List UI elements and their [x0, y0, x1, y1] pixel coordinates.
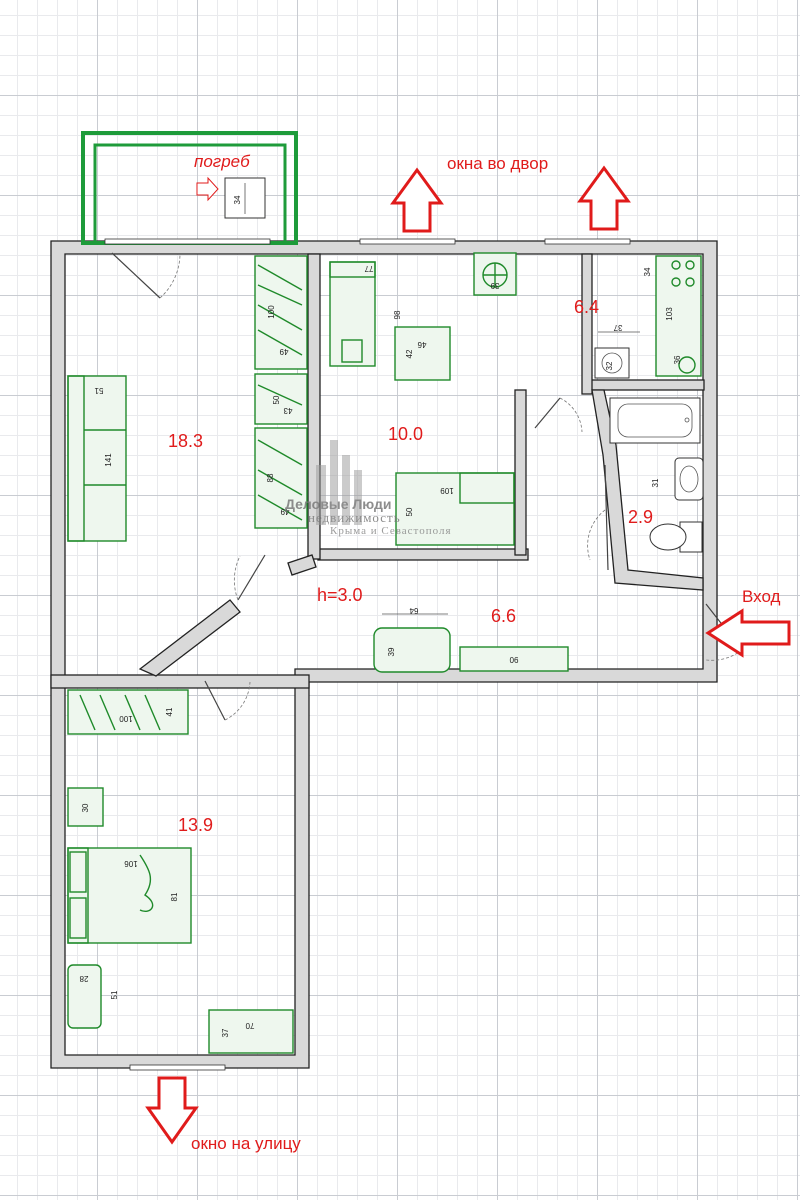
area-bathroom: 2.9 — [628, 507, 653, 527]
dim-bed-len: 81 — [170, 892, 179, 901]
ceiling-height: h=3.0 — [317, 585, 363, 605]
toilet-bowl — [649, 523, 687, 551]
hall-bench — [459, 646, 569, 672]
dim-bed-width: 106 — [124, 859, 138, 868]
middle-room-right-wall — [514, 389, 527, 556]
dim-kitchen-stove: 34 — [643, 267, 652, 276]
living-diagonal-wall-2 — [287, 554, 317, 576]
middle-room-furniture: 77 98 42 46 39 109 50 — [329, 252, 517, 546]
kitchen-counter — [655, 255, 702, 377]
dim-bed-chair-depth: 51 — [110, 990, 119, 999]
dim-sofa-living-len: 141 — [104, 453, 113, 467]
watermark: Деловые Люди недвижимость Крыма и Севаст… — [285, 440, 452, 537]
kitchen-left-wall — [581, 253, 593, 395]
arrow-down-icon — [145, 1076, 199, 1145]
dim-kitchen-counter: 103 — [665, 307, 674, 321]
street-window-label: окно на улицу — [191, 1134, 301, 1153]
bedroom-desk — [208, 1009, 294, 1054]
window-cellar — [104, 238, 271, 245]
watermark-line3: Крыма и Севастополя — [330, 525, 452, 537]
dim-hall-seat-width: 64 — [409, 606, 418, 615]
bedroom-chair — [67, 964, 102, 1029]
cellar-arrow-icon — [196, 176, 219, 202]
hall-seat — [373, 627, 451, 673]
area-kitchen: 6.4 — [574, 297, 599, 317]
dim-desk-middle: 109 — [440, 486, 454, 495]
dim-sofa-living-depth: 51 — [94, 386, 103, 395]
wardrobe-top — [254, 255, 308, 370]
dim-wardrobe-low: 88 — [266, 473, 275, 482]
dim-desk-middle-depth: 50 — [405, 507, 414, 516]
dim-bed-chair: 28 — [79, 974, 88, 983]
dim-sofa-middle-width: 77 — [364, 264, 373, 273]
cellar: 34 погреб — [81, 131, 298, 245]
cellar-label: погреб — [194, 152, 251, 171]
dim-bed-wardrobe-depth: 41 — [165, 707, 174, 716]
kitchen-bottom-wall — [585, 379, 705, 391]
window-bedroom — [129, 1064, 226, 1071]
dim-wardrobe-mid-depth: 43 — [283, 406, 292, 415]
bathroom-fixtures: 31 — [609, 397, 704, 553]
desk-middle — [395, 472, 515, 546]
area-hall: 6.6 — [491, 606, 516, 626]
dim-bed-desk: 70 — [245, 1021, 254, 1030]
windows — [104, 238, 631, 1071]
area-bedroom: 13.9 — [178, 815, 213, 835]
area-living: 18.3 — [168, 431, 203, 451]
dim-wardrobe-top-depth: 49 — [279, 347, 288, 356]
dim-table-middle-a: 42 — [405, 349, 414, 358]
sink — [674, 457, 704, 501]
room-areas: 18.3 10.0 6.4 2.9 6.6 13.9 h=3.0 — [168, 297, 653, 835]
cellar-box-dim: 34 — [233, 195, 242, 204]
dim-bed-nightstand: 30 — [81, 803, 90, 812]
sofa-middle — [329, 261, 376, 367]
area-middle: 10.0 — [388, 424, 423, 444]
dim-table-middle-b: 46 — [417, 340, 426, 349]
arrow-up-icon — [390, 167, 444, 233]
wardrobe-bottom — [254, 427, 308, 529]
arrow-up-icon-2 — [577, 165, 631, 231]
dim-wardrobe-top: 100 — [267, 305, 276, 319]
window-kitchen — [544, 238, 631, 245]
window-middle-room — [359, 238, 456, 245]
dim-sofa-middle-len: 98 — [393, 310, 402, 319]
hall-furniture: 64 39 90 — [373, 606, 569, 673]
bathroom-wall — [591, 389, 704, 591]
annotations: окна во двор окно на улицу Вход — [145, 154, 791, 1153]
dim-bed-wardrobe: 100 — [119, 714, 133, 723]
watermark-line1: Деловые Люди — [285, 496, 392, 512]
walls — [50, 240, 718, 1069]
dim-kitchen-fridge: 36 — [673, 355, 682, 364]
kitchen-furniture: 34 103 36 37 32 — [594, 255, 702, 379]
yard-windows-label: окна во двор — [447, 154, 548, 173]
living-diagonal-wall — [138, 599, 241, 677]
wardrobe-middle — [254, 373, 308, 425]
bedroom-top-wall — [50, 674, 310, 689]
middle-room-bottom-wall — [317, 548, 529, 561]
dim-hall-bench: 90 — [509, 655, 518, 664]
entrance-label: Вход — [742, 587, 781, 606]
dim-chair-middle: 39 — [490, 281, 499, 290]
dim-hall-seat-depth: 39 — [387, 647, 396, 656]
dim-kitchen-boiler: 32 — [605, 361, 614, 370]
dim-wardrobe-mid: 50 — [272, 395, 281, 404]
table-middle — [394, 326, 451, 381]
bedroom-furniture: 100 41 30 106 81 28 51 70 37 — [67, 689, 294, 1054]
nightstand — [67, 787, 104, 827]
dim-bath-sink: 31 — [651, 478, 660, 487]
dim-bed-desk-depth: 37 — [221, 1028, 230, 1037]
dim-wardrobe-low-depth: 49 — [280, 507, 289, 516]
dim-kitchen-width: 37 — [613, 323, 622, 332]
sofa-living — [67, 375, 127, 542]
watermark-line2: недвижимость — [308, 510, 401, 525]
living-room-furniture: 100 49 50 43 88 49 51 141 — [67, 255, 308, 542]
arrow-left-icon — [705, 608, 791, 658]
